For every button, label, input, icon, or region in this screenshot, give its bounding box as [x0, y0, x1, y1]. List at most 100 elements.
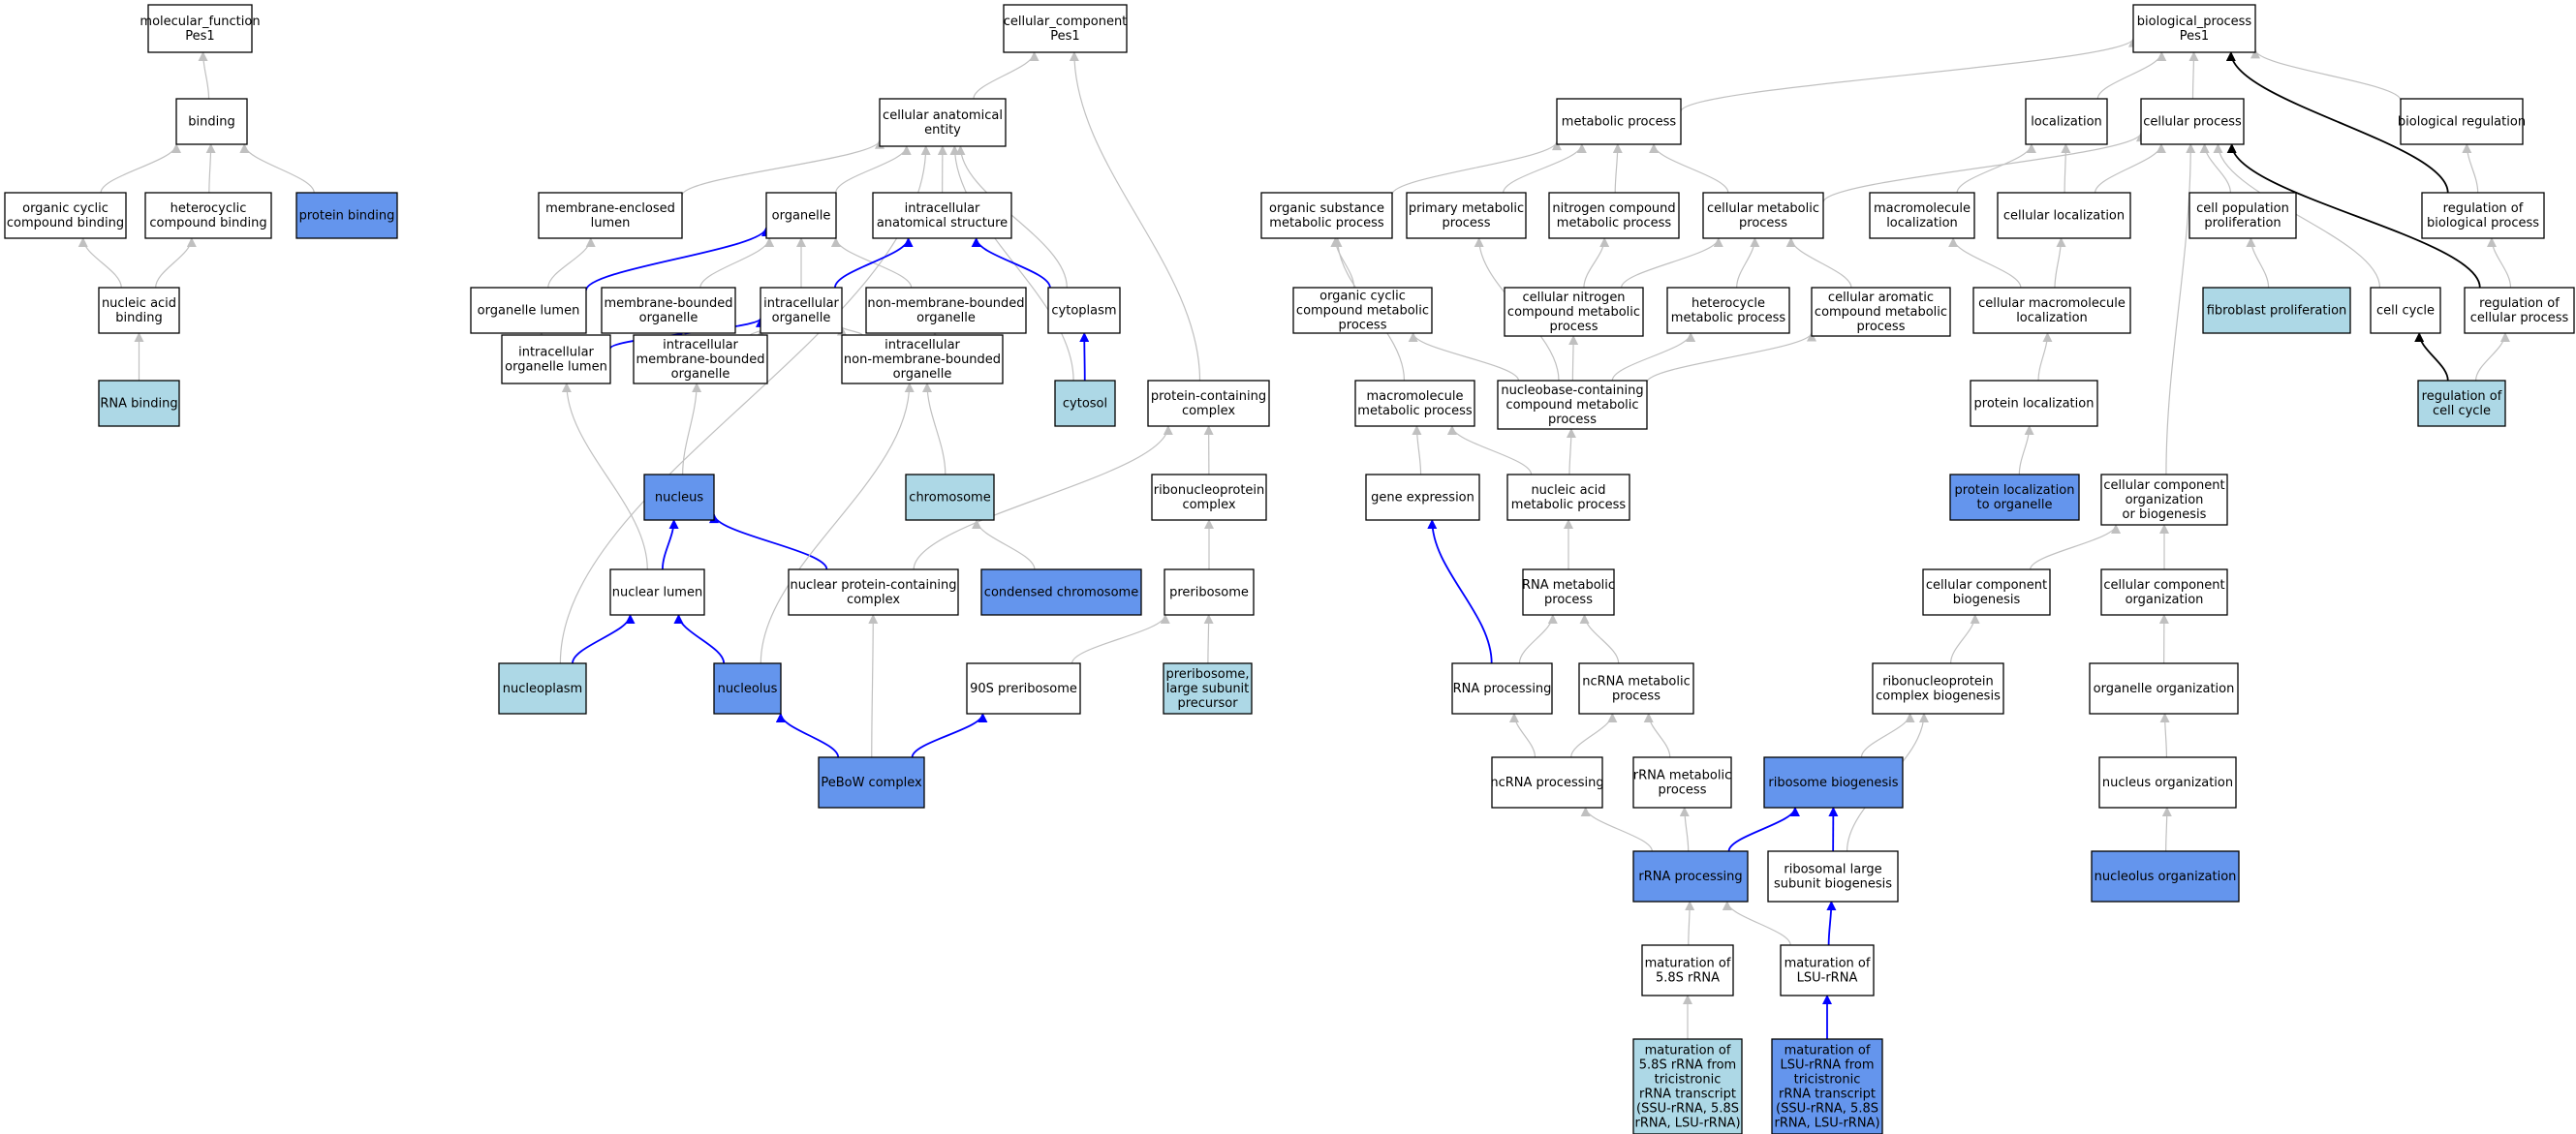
go-term-node-geneexp[interactable]: gene expression	[1365, 474, 1480, 521]
node-box	[538, 192, 683, 239]
node-label-line: protein binding	[299, 209, 395, 224]
go-term-node-cytosol[interactable]: cytosol	[1054, 380, 1116, 427]
go-term-node-preribo[interactable]: preribosome	[1164, 568, 1255, 616]
go-term-node-mat58[interactable]: maturation of5.8S rRNA	[1641, 944, 1734, 996]
go-term-node-ribobio[interactable]: ribosome biogenesis	[1763, 756, 1904, 809]
go-term-node-binding[interactable]: binding	[175, 98, 248, 145]
go-term-node-bioreg[interactable]: biological regulation	[2398, 98, 2526, 145]
node-box	[501, 334, 611, 384]
go-term-node-inmbo[interactable]: intracellularnon-membrane-boundedorganel…	[841, 334, 1004, 384]
go-term-node-ncrnaproc[interactable]: ncRNA processing	[1490, 756, 1604, 809]
node-box	[498, 662, 587, 715]
node-label-line: protein-containing	[1151, 389, 1266, 404]
go-term-node-nucorg[interactable]: nucleus organization	[2098, 756, 2237, 809]
go-term-node-cytoplasm[interactable]: cytoplasm	[1047, 287, 1121, 334]
go-term-node-nuclumen[interactable]: nuclear lumen	[609, 568, 705, 616]
edge-localization-to-bp	[2096, 51, 2167, 100]
go-term-node-condchr[interactable]: condensed chromosome	[980, 568, 1142, 616]
go-term-node-chromosome[interactable]: chromosome	[905, 474, 995, 521]
go-term-node-protloc[interactable]: protein localization	[1970, 380, 2098, 427]
node-box	[1163, 662, 1253, 715]
node-label-line: nucleic acid	[102, 296, 176, 311]
go-term-node-pebow[interactable]: PeBoW complex	[818, 756, 925, 809]
go-term-node-fibprol[interactable]: fibroblast proliferation	[2202, 287, 2351, 334]
go-term-node-rrnaproc[interactable]: rRNA processing	[1632, 850, 1749, 903]
go-term-node-metproc[interactable]: metabolic process	[1556, 98, 1682, 145]
edge-nucleolus-to-inmbo	[760, 383, 915, 664]
go-term-node-nucleus[interactable]: nucleus	[643, 474, 715, 521]
edge-nuclumen-to-nucleus	[661, 519, 679, 570]
go-term-node-rnab[interactable]: RNA binding	[98, 380, 180, 427]
go-term-node-mat58tri[interactable]: maturation of5.8S rRNA fromtricistronicr…	[1632, 1038, 1743, 1134]
node-label-line: maturation of	[1645, 1044, 1731, 1058]
go-term-node-pre90s[interactable]: 90S preribosome	[966, 662, 1081, 715]
go-term-node-nucleoplasm[interactable]: nucleoplasm	[498, 662, 587, 715]
node-label-line: compound binding	[7, 216, 124, 230]
go-term-node-protbind[interactable]: protein binding	[295, 192, 398, 239]
go-term-node-rnaproc[interactable]: RNA processing	[1451, 662, 1553, 715]
go-term-node-cellloc[interactable]: cellular localization	[1997, 192, 2131, 239]
go-term-node-nucolorg[interactable]: nucleolus organization	[2091, 850, 2240, 903]
go-term-node-orglumen[interactable]: organelle lumen	[470, 287, 587, 334]
edge-ccb-to-ccob	[2030, 524, 2121, 570]
edge-matlsu-to-rlsb	[1826, 901, 1837, 946]
node-box	[4, 192, 127, 239]
node-box	[1949, 474, 2080, 521]
go-term-node-organelle[interactable]: organelle	[765, 192, 837, 239]
go-term-node-orgorg[interactable]: organelle organization	[2089, 662, 2239, 715]
node-label-line: metabolic process	[1562, 115, 1677, 130]
go-term-node-localization[interactable]: localization	[2025, 98, 2108, 145]
go-term-node-nucleolus[interactable]: nucleolus	[713, 662, 782, 715]
go-term-node-cellcycle[interactable]: cell cycle	[2370, 287, 2441, 334]
edge-metproc-to-bp	[1680, 37, 2138, 112]
node-label-line: cellular process	[2143, 115, 2242, 130]
go-term-node-cellproc[interactable]: cellular process	[2140, 98, 2245, 145]
